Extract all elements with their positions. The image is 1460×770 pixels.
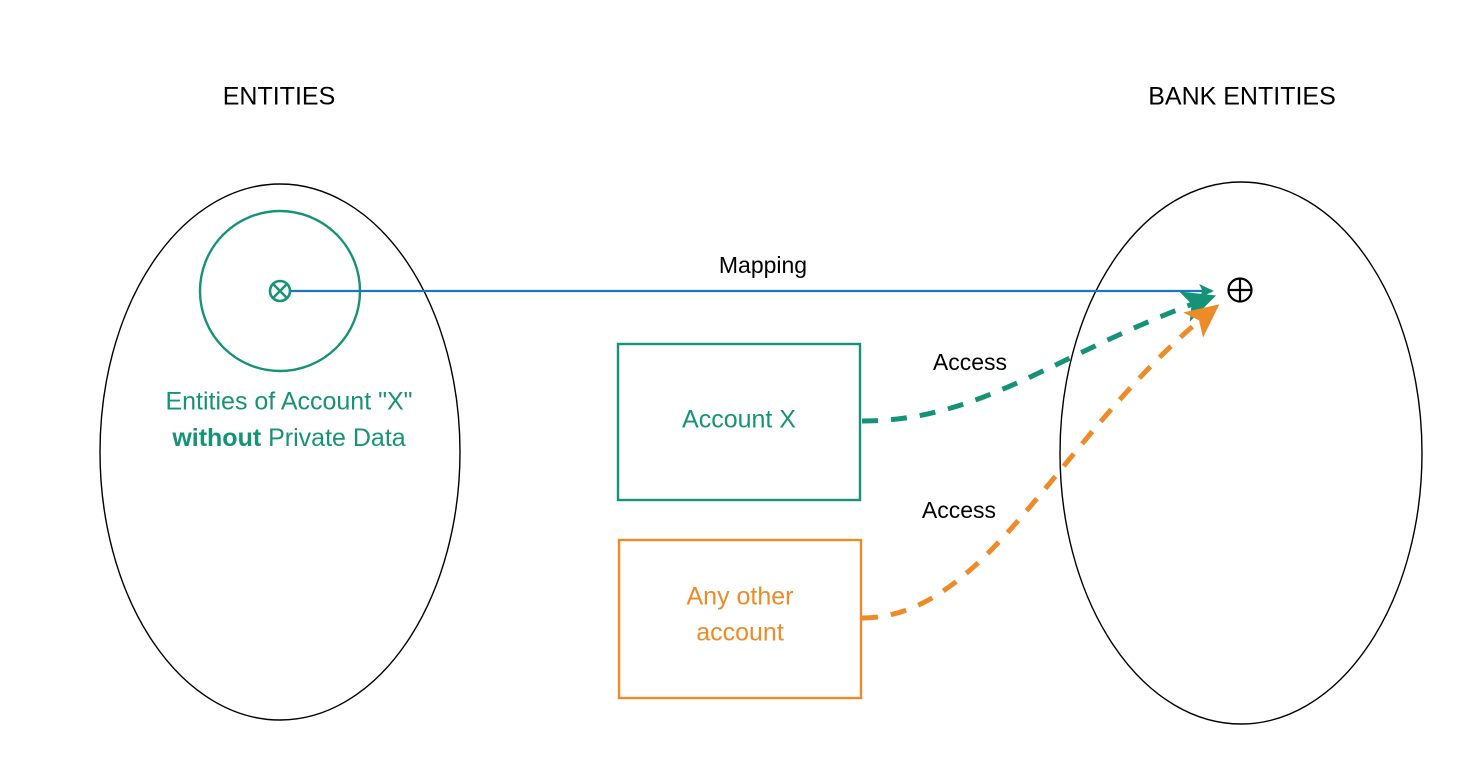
account-x-label: Account X bbox=[682, 406, 796, 434]
access-edge-teal-label: Access bbox=[933, 349, 1007, 375]
left-group-title: ENTITIES bbox=[223, 83, 336, 111]
entities-cluster-label-line2: without Private Data bbox=[171, 424, 405, 452]
any-other-account-label-line1: Any other bbox=[686, 583, 793, 611]
any-other-account-box[interactable] bbox=[617, 538, 863, 700]
any-other-account-label-line2: account bbox=[696, 619, 784, 647]
access-edge-orange-label: Access bbox=[922, 497, 996, 523]
entities-cluster-label-rest: Private Data bbox=[261, 424, 406, 452]
right-group-title: BANK ENTITIES bbox=[1148, 83, 1336, 111]
access-edge-orange bbox=[861, 304, 1220, 621]
bank-entities-ellipse bbox=[1059, 181, 1423, 725]
mapping-edge-label: Mapping bbox=[719, 252, 807, 278]
entities-ellipse bbox=[99, 183, 461, 721]
entities-cluster-label-strong: without bbox=[171, 424, 262, 452]
circled-x-icon bbox=[268, 279, 292, 303]
account-x-box[interactable] bbox=[616, 342, 862, 502]
circled-plus-icon bbox=[1227, 277, 1253, 303]
entities-cluster-label-line1: Entities of Account "X" bbox=[165, 388, 412, 416]
